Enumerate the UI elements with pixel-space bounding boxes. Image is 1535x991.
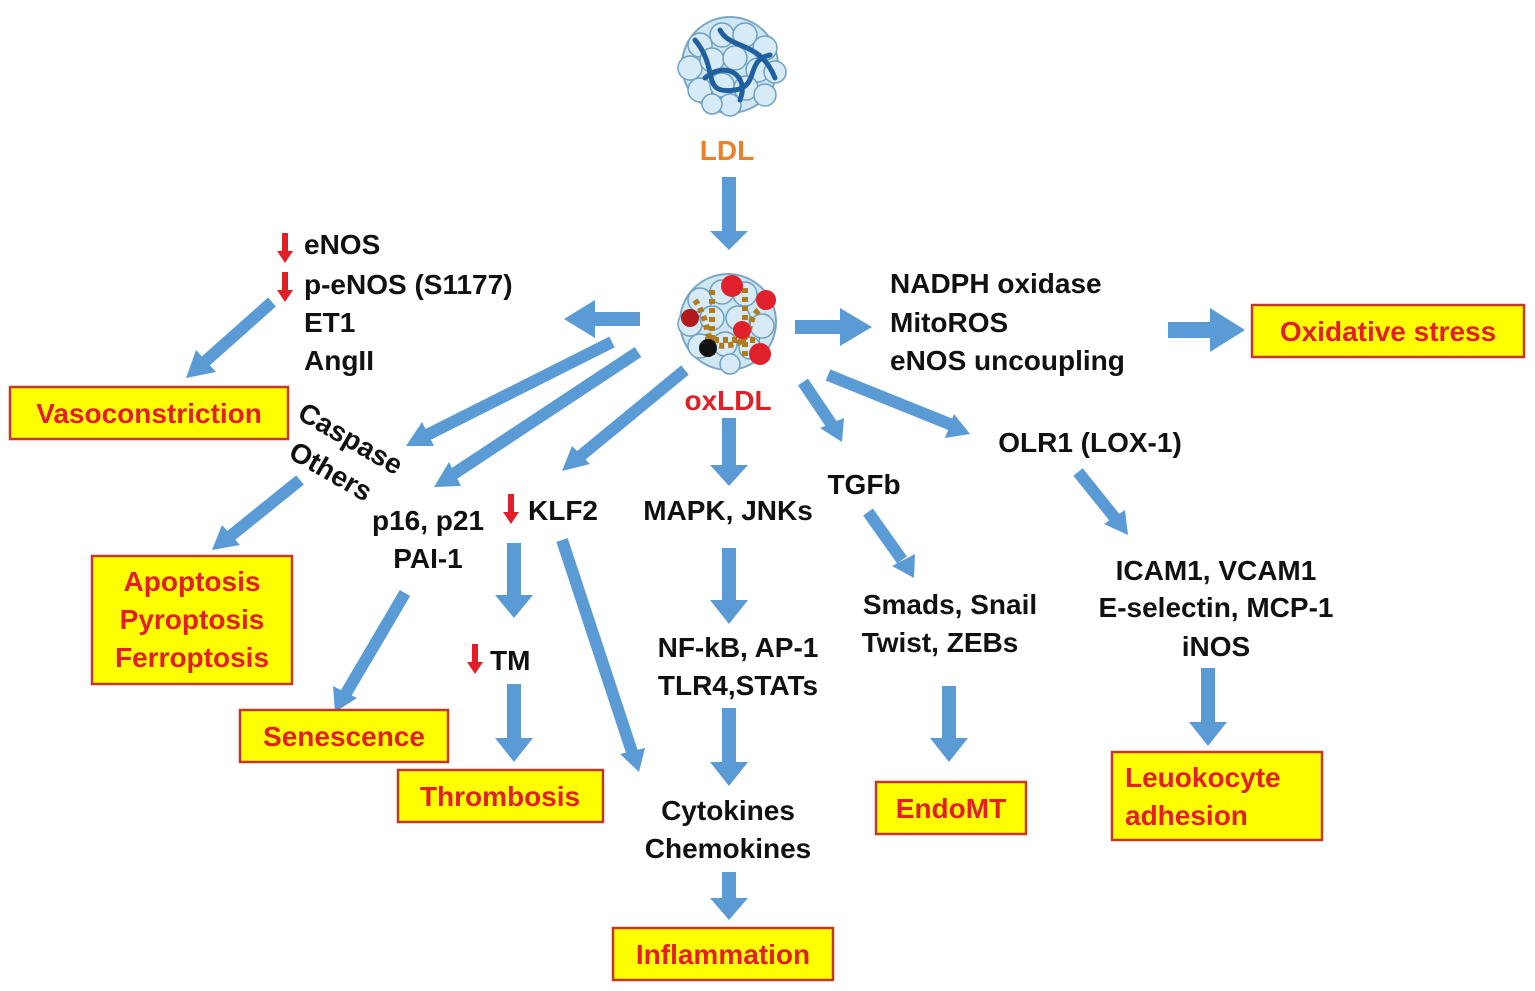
et1-label: ET1 (304, 307, 355, 338)
down-arrow-icon (503, 494, 519, 524)
arrow-oxldl-to-olr1 (825, 369, 955, 431)
down-arrow-icon (277, 272, 293, 302)
arrow-pai1-to-senescence (339, 589, 411, 699)
arrow-tgfb-to-smads (863, 508, 907, 564)
outcome-inflammation: Inflammation (611, 926, 835, 982)
outcome-thrombosis-label: Thrombosis (420, 781, 580, 812)
ldl-label: LDL (700, 135, 754, 166)
outcome-vasoconstriction: Vasoconstriction (8, 385, 290, 441)
pai1-label: PAI-1 (393, 543, 463, 574)
klf2-label: KLF2 (528, 495, 598, 526)
mapk-label: MAPK, JNKs (643, 495, 813, 526)
outcome-oxidative-stress-label: Oxidative stress (1280, 316, 1496, 347)
outcome-senescence: Senescence (238, 708, 450, 764)
outcome-cell-death: Apoptosis Pyroptosis Ferroptosis (90, 554, 294, 686)
tgfb-label: TGFb (827, 469, 900, 500)
smads-label: Smads, Snail (863, 589, 1037, 620)
tlr4-label: TLR4,STATs (658, 670, 818, 701)
arrow-to-oxidative-stress (1168, 308, 1245, 352)
outcome-inflammation-label: Inflammation (636, 939, 810, 970)
nadph-oxidase-label: NADPH oxidase (890, 268, 1102, 299)
arrow-oxldl-to-caspase (422, 336, 615, 442)
arrow-twist-to-endomt (930, 686, 968, 762)
arrow-nfkb-to-cytokines (710, 708, 748, 786)
decrease-markers (277, 233, 519, 674)
arrow-oxldl-to-klf2 (574, 365, 689, 463)
twist-label: Twist, ZEBs (862, 627, 1019, 658)
outcome-thrombosis: Thrombosis (396, 768, 605, 824)
enos-label: eNOS (304, 229, 380, 260)
arrow-olr1-to-icam (1073, 468, 1120, 522)
flow-arrows (186, 177, 1245, 920)
outcome-ferroptosis-label: Ferroptosis (115, 642, 269, 673)
arrow-klf2-to-tm (495, 543, 533, 618)
arrow-inos-to-leukocyte (1189, 668, 1227, 746)
oxldl-particle-icon (677, 273, 777, 375)
outcome-vasoconstriction-label: Vasoconstriction (36, 398, 262, 429)
mitoros-label: MitoROS (890, 307, 1008, 338)
outcome-senescence-label: Senescence (263, 721, 425, 752)
cytokines-label: Cytokines (661, 795, 795, 826)
arrow-oxldl-to-mapk (710, 418, 748, 486)
eselectin-label: E-selectin, MCP-1 (1099, 592, 1334, 623)
outcome-leukocyte-label: Leuokocyte (1125, 762, 1281, 793)
p16-p21-label: p16, p21 (372, 505, 484, 536)
arrow-enos-to-vasoconstriction (196, 297, 276, 371)
inos-label: iNOS (1182, 631, 1250, 662)
outcome-endomt: EndoMT (874, 780, 1028, 836)
arrow-mapk-to-nfkb (710, 548, 748, 624)
arrow-oxldl-to-enos (564, 300, 640, 338)
icam-label: ICAM1, VCAM1 (1116, 555, 1317, 586)
outcome-leukocyte-adhesion: Leuokocyte adhesion (1110, 750, 1324, 842)
outcome-adhesion-label: adhesion (1125, 800, 1248, 831)
arrow-klf2-to-cytokines (556, 538, 638, 754)
down-arrow-icon (277, 233, 293, 263)
enos-uncoupling-label: eNOS uncoupling (890, 345, 1125, 376)
tm-label: TM (490, 645, 530, 676)
outcome-oxidative-stress: Oxidative stress (1250, 303, 1526, 359)
oxldl-label: oxLDL (684, 385, 771, 416)
nfkb-label: NF-kB, AP-1 (658, 632, 819, 663)
outcome-apoptosis-label: Apoptosis (124, 566, 261, 597)
arrow-others-to-apoptosis (224, 475, 304, 543)
outcome-pyroptosis-label: Pyroptosis (120, 604, 265, 635)
arrow-cytokines-to-inflammation (710, 872, 748, 920)
arrow-oxldl-to-nadph (795, 308, 872, 346)
olr1-label: OLR1 (LOX-1) (998, 427, 1182, 458)
chemokines-label: Chemokines (645, 833, 812, 864)
angii-label: AngII (304, 345, 374, 376)
p-enos-label: p-eNOS (S1177) (304, 269, 513, 300)
down-arrow-icon (467, 644, 483, 674)
arrow-ldl-to-oxldl (710, 177, 748, 250)
arrow-oxldl-to-tgfb (798, 378, 837, 429)
arrow-oxldl-to-p16 (448, 346, 642, 481)
ldl-particle-icon (677, 16, 787, 117)
outcome-endomt-label: EndoMT (896, 793, 1006, 824)
arrow-tm-to-thrombosis (495, 684, 533, 762)
